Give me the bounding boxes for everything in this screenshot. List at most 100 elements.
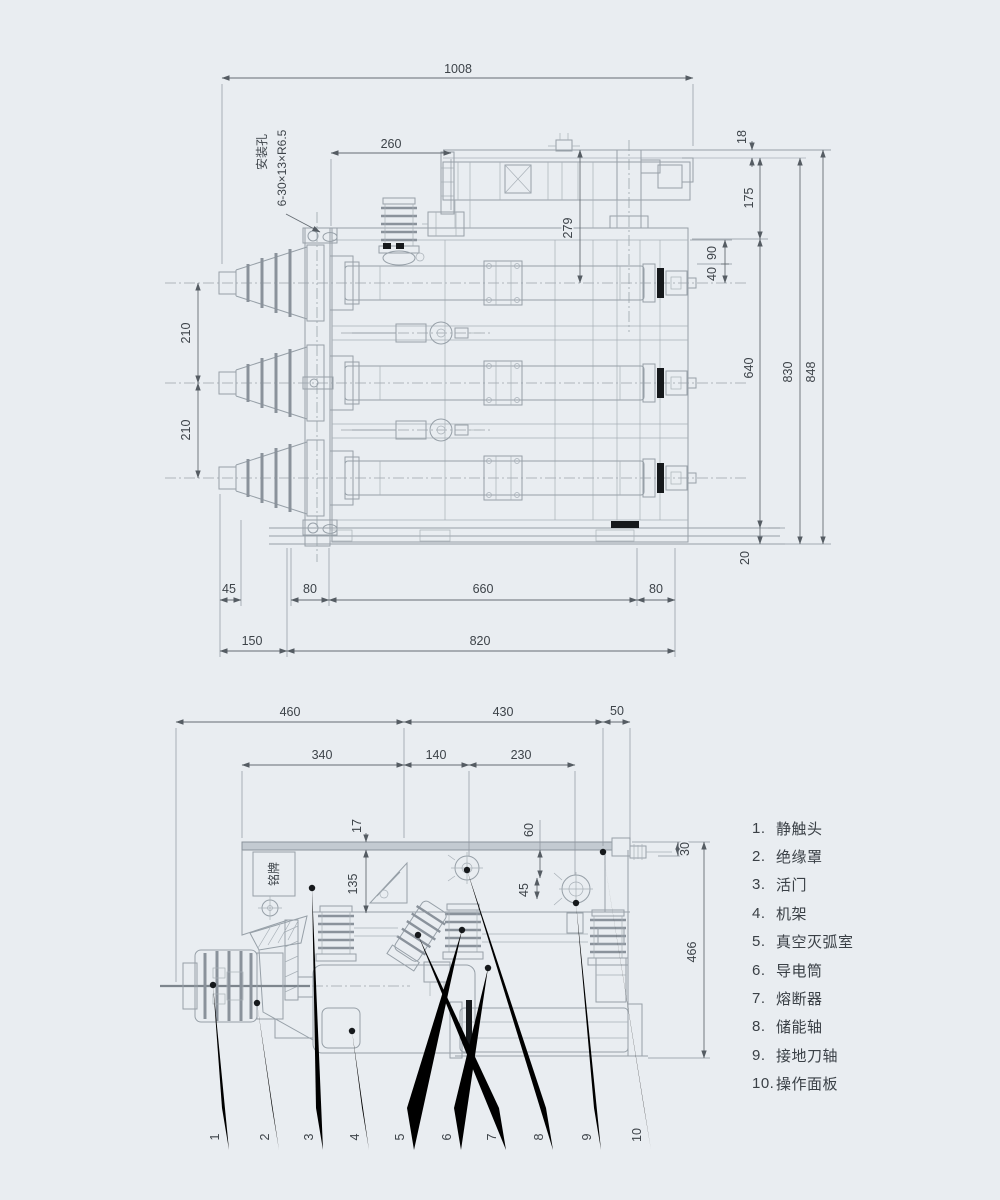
dim-60: 60	[522, 823, 536, 837]
dim-135: 135	[346, 874, 360, 895]
grounding-shaft	[553, 872, 593, 906]
linkage-bracket	[368, 861, 408, 904]
dim-140: 140	[426, 748, 447, 762]
front-view-drawing: 安装孔 6-30×13×R6.5 1008 260 18 175 279 90 …	[165, 61, 831, 657]
legend-item-3: 3. 活门	[752, 871, 912, 899]
legend-label: 导电筒	[776, 962, 823, 980]
legend-item-1: 1. 静触头	[752, 814, 912, 842]
legend-label: 操作面板	[776, 1076, 839, 1094]
nameplate: 铭牌	[252, 851, 296, 920]
side-view-dimensions: 460 430 50 340 140 230 17 135 60 45 30 4…	[175, 703, 707, 1059]
legend-label: 活门	[776, 877, 808, 895]
legend-label: 接地刀轴	[776, 1047, 839, 1065]
dim-20: 20	[738, 551, 752, 565]
dim-260: 260	[381, 137, 402, 151]
dim-30: 30	[678, 842, 692, 856]
top-plate	[241, 841, 613, 851]
legend-label: 静触头	[776, 820, 823, 838]
dim-50: 50	[610, 704, 624, 718]
dim-45: 45	[517, 883, 531, 897]
callout-1: 1	[208, 1133, 222, 1140]
callout-2: 2	[258, 1133, 272, 1140]
dim-340: 340	[312, 748, 333, 762]
legend-item-10: 10.操作面板	[752, 1070, 912, 1098]
dim-17: 17	[350, 819, 364, 833]
side-view-drawing: 铭牌	[160, 703, 710, 1150]
legend-item-2: 2. 绝缘罩	[752, 842, 912, 870]
drive-cylinder	[449, 1000, 648, 1059]
dim-230: 230	[511, 748, 532, 762]
dim-18: 18	[735, 130, 749, 144]
legend-num: 5.	[752, 933, 766, 951]
dim-45-base: 45	[222, 582, 236, 596]
pole-frame	[331, 227, 689, 543]
legend-item-8: 8. 储能轴	[752, 1013, 912, 1041]
mounting-slot-mid	[302, 376, 334, 390]
callout-3: 3	[302, 1133, 316, 1140]
dim-466: 466	[685, 942, 699, 963]
callout-leaders: 1 2 3 4 5 6 7 8 9 10	[207, 848, 651, 1150]
mechanism-assembly	[440, 133, 831, 229]
callout-5: 5	[393, 1133, 407, 1140]
callout-7: 7	[485, 1133, 499, 1140]
dim-210-lower: 210	[179, 420, 193, 441]
dim-660: 660	[473, 582, 494, 596]
mechanism-housing	[297, 964, 476, 1054]
legend-label: 熔断器	[776, 991, 823, 1009]
legend-label: 绝缘罩	[776, 849, 823, 867]
dim-460: 460	[280, 705, 301, 719]
legend-num: 7.	[752, 990, 766, 1008]
mounting-note-line1: 安装孔	[254, 134, 269, 170]
sensor-block	[422, 211, 465, 237]
side-frame	[241, 850, 630, 1041]
dim-820: 820	[470, 634, 491, 648]
legend-item-7: 7. 熔断器	[752, 984, 912, 1012]
dim-40: 40	[705, 267, 719, 281]
legend-num: 1.	[752, 819, 766, 837]
legend-label: 真空灭弧室	[776, 934, 854, 952]
callout-9: 9	[580, 1133, 594, 1140]
legend-num: 3.	[752, 876, 766, 894]
legend-num: 9.	[752, 1046, 766, 1064]
legend-num: 10.	[752, 1075, 775, 1093]
legend-item-6: 6. 导电筒	[752, 956, 912, 984]
mounting-hole-note: 安装孔 6-30×13×R6.5	[253, 128, 321, 233]
base-rails	[269, 521, 785, 545]
dim-90: 90	[705, 246, 719, 260]
legend-item-5: 5. 真空灭弧室	[752, 928, 912, 956]
dim-150: 150	[242, 634, 263, 648]
callout-10: 10	[630, 1128, 644, 1142]
legend-label: 储能轴	[776, 1019, 823, 1037]
support-insulator-left	[314, 904, 358, 963]
side-bushing-insulator	[160, 949, 313, 1039]
legend-item-9: 9. 接地刀轴	[752, 1041, 912, 1069]
dim-210-upper: 210	[179, 323, 193, 344]
front-view-dimensions: 1008 260 18 175 279 90 40 640 20 830 848	[178, 61, 826, 654]
legend-label: 机架	[776, 905, 808, 923]
callout-8: 8	[532, 1133, 546, 1140]
dim-279: 279	[561, 218, 575, 239]
callout-4: 4	[348, 1133, 362, 1140]
fuse-side	[386, 900, 447, 972]
mounting-note-line2: 6-30×13×R6.5	[275, 129, 289, 206]
mounting-panel	[304, 227, 331, 547]
dim-80-right: 80	[649, 582, 663, 596]
support-insulator-rear	[586, 908, 630, 967]
dim-1008: 1008	[444, 62, 472, 76]
legend-num: 6.	[752, 961, 766, 979]
legend-num: 2.	[752, 848, 766, 866]
legend-item-4: 4. 机架	[752, 899, 912, 927]
dim-848: 848	[804, 362, 818, 383]
legend-num: 4.	[752, 904, 766, 922]
support-insulator-top	[377, 196, 425, 266]
rear-bolt-fitting	[629, 844, 672, 860]
dim-830: 830	[781, 362, 795, 383]
callout-6: 6	[440, 1133, 454, 1140]
dim-430: 430	[493, 705, 514, 719]
legend-num: 8.	[752, 1018, 766, 1036]
nameplate-label: 铭牌	[266, 862, 281, 886]
dim-80-left: 80	[303, 582, 317, 596]
dim-175: 175	[742, 188, 756, 209]
